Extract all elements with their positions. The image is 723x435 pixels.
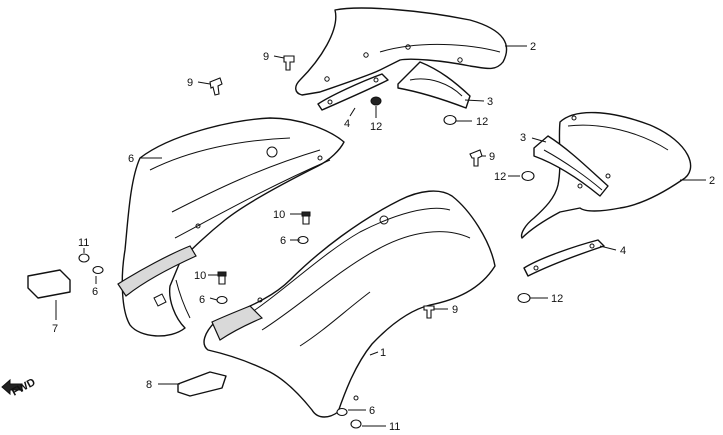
callout-7: 7 [52,323,58,335]
arrow-left-icon [1,378,23,396]
callout-3-upper: 3 [487,96,493,108]
callout-11-bottom: 11 [389,421,400,433]
callout-10-mid: 10 [273,209,285,221]
callout-3-right: 3 [520,132,526,144]
pad-lower [177,371,227,397]
callout-labels: 1 2 2 3 3 4 4 6 6 6 6 6 7 8 9 9 9 9 10 1… [52,41,715,433]
callout-4-upper: 4 [344,118,350,130]
callout-6-low: 6 [199,294,205,306]
callout-6-bottom: 6 [369,405,375,417]
mudguard-upper [295,7,508,96]
callout-9-right: 9 [489,151,495,163]
strip-right [523,239,605,277]
callout-9-top: 9 [263,51,269,63]
mudguard-right [520,111,692,239]
callout-12-upper: 12 [370,121,382,133]
pad-left [27,269,71,299]
bracket-right [533,135,609,197]
callout-9-bottom: 9 [452,304,458,316]
bracket-upper [397,61,471,109]
leader-lines [55,45,706,427]
callout-4-right: 4 [620,245,626,257]
callout-2-upper: 2 [530,41,536,53]
callout-6-fender: 6 [128,153,134,165]
callout-2-right: 2 [709,175,715,187]
callout-12-lower: 12 [551,293,563,305]
callout-10-low: 10 [194,270,206,282]
callout-9-left: 9 [187,77,193,89]
callout-12-right: 12 [494,171,506,183]
callout-6-mid: 6 [280,235,286,247]
forward-direction-marker: FWD [1,376,38,399]
callout-6-left: 6 [92,286,98,298]
callout-8: 8 [146,379,152,391]
callout-11-left: 11 [78,237,89,249]
callout-1: 1 [380,347,386,359]
fwd-label: FWD [10,376,38,398]
strip-upper [317,73,389,111]
main-fender [203,190,496,418]
fender-left [117,117,345,337]
callout-12-upper-right: 12 [476,116,488,128]
